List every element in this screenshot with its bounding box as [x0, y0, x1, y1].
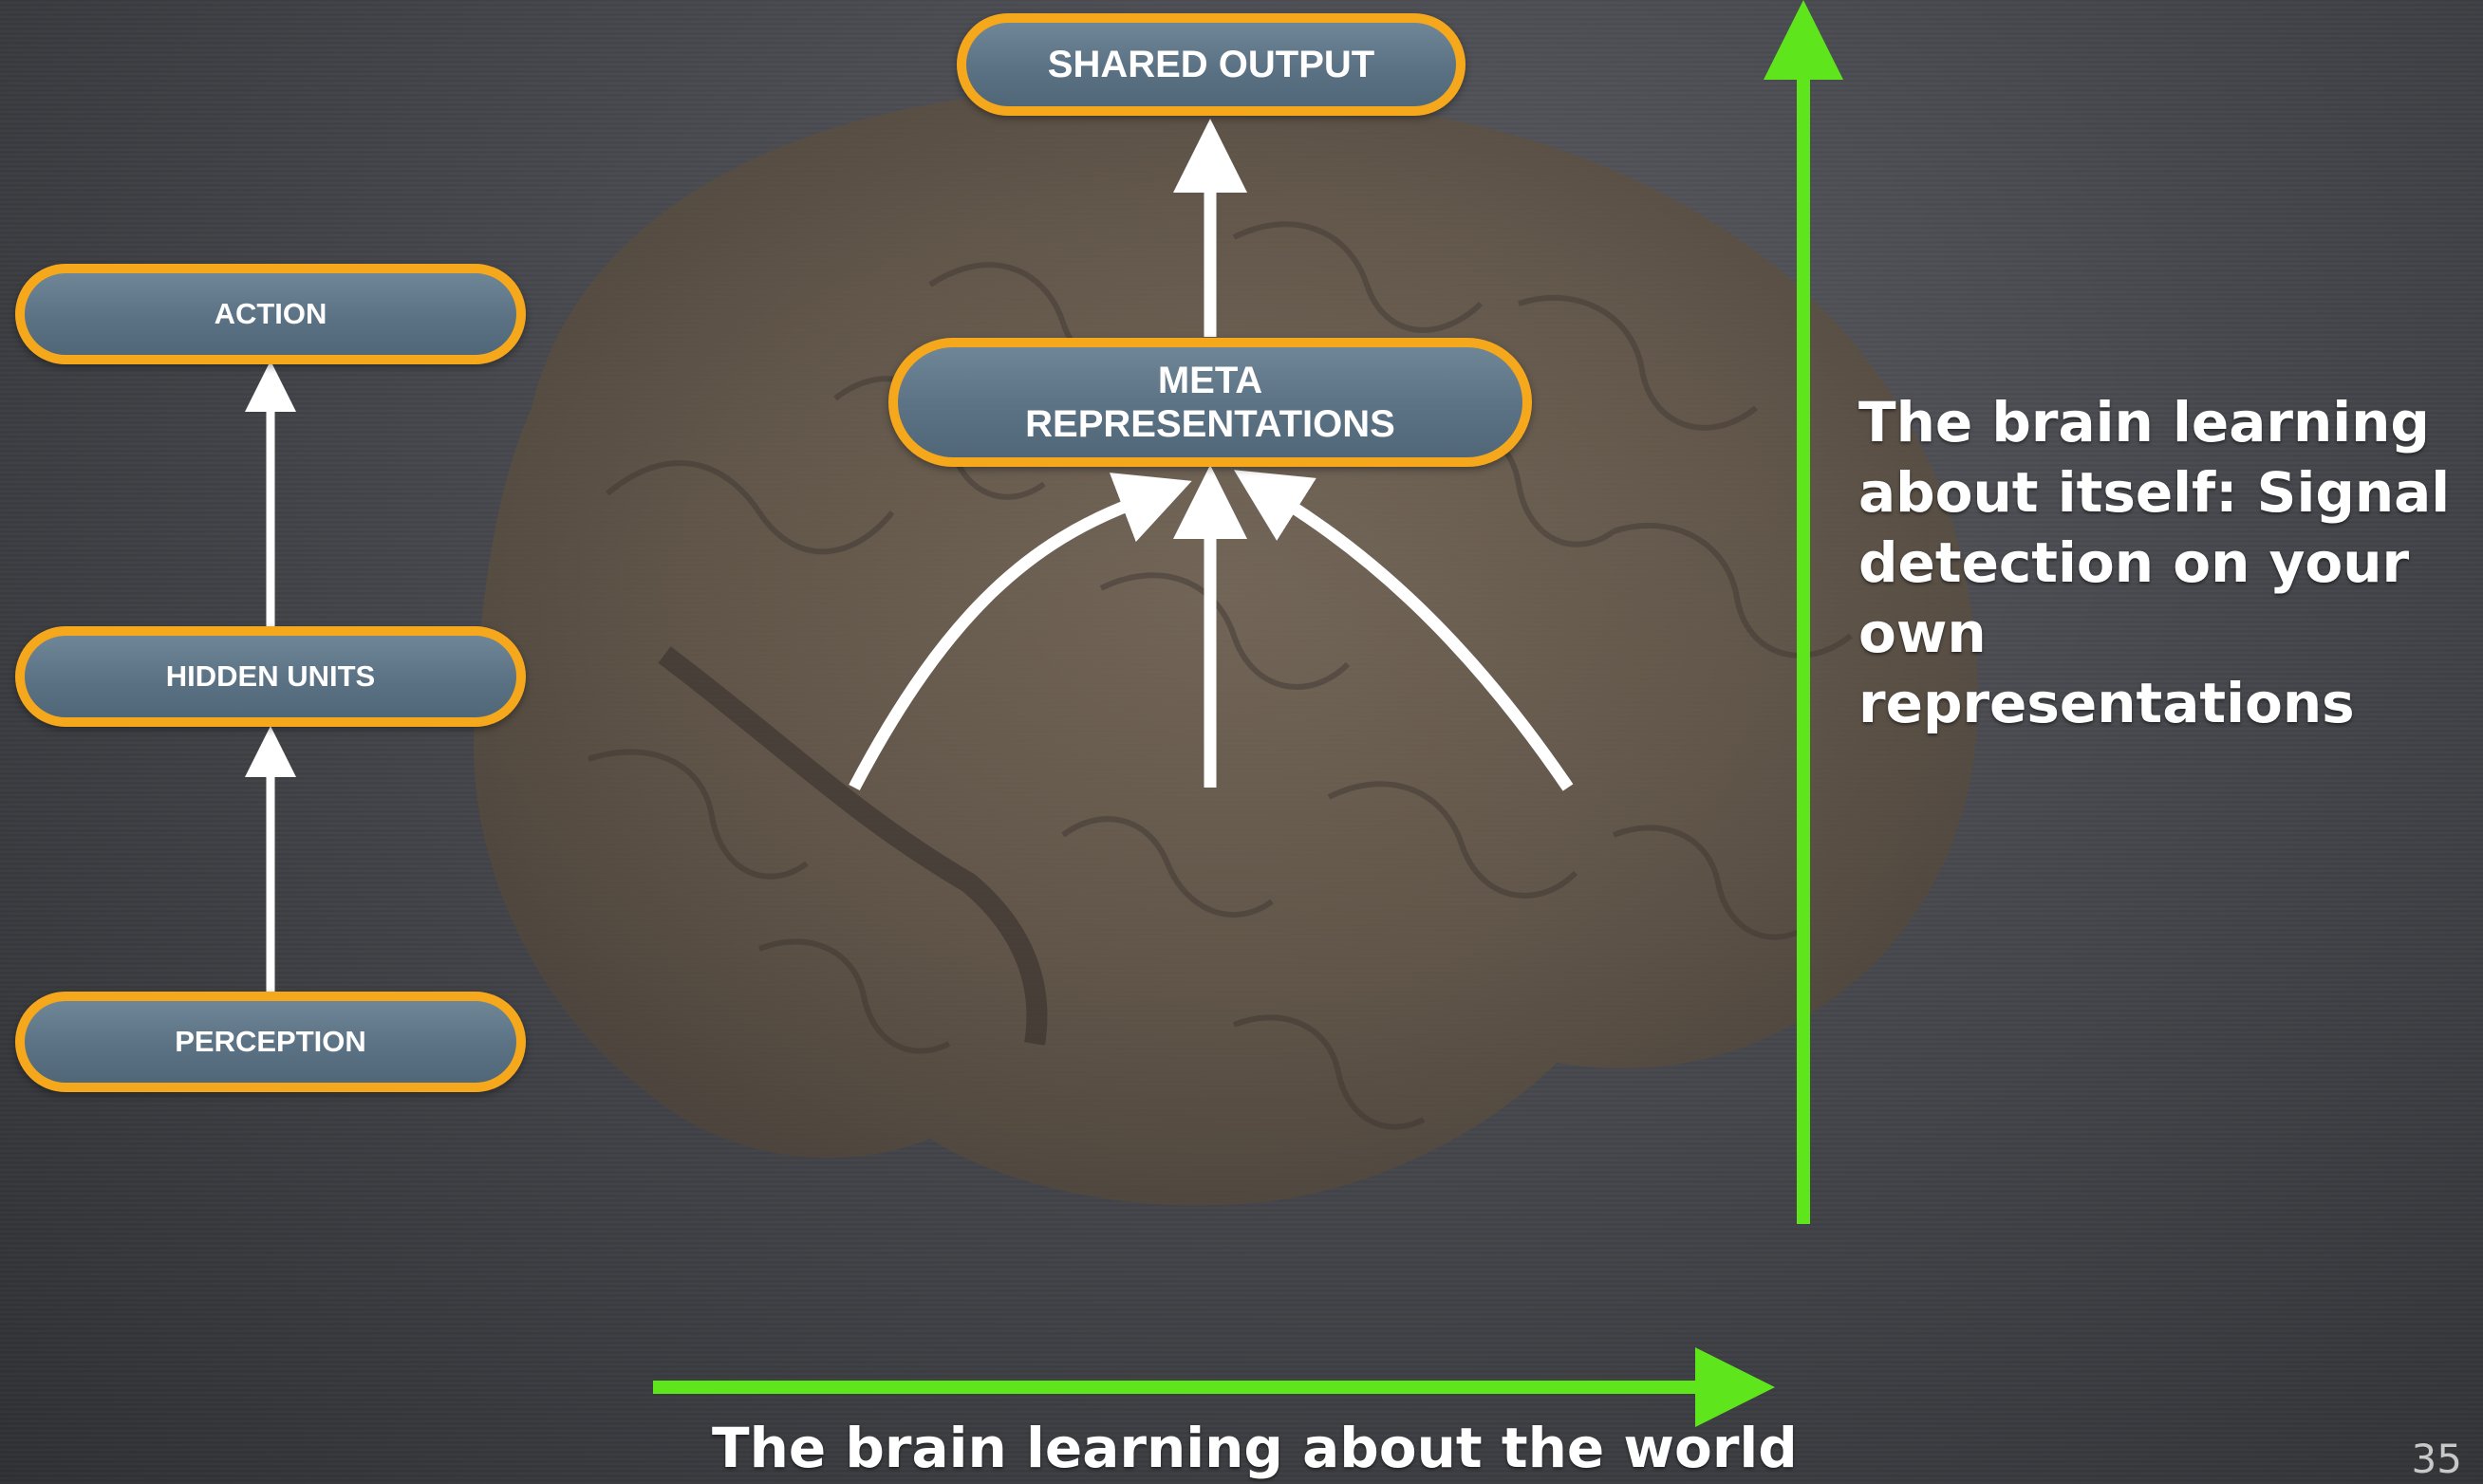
- horizontal-axis-caption: The brain learning about the world: [712, 1416, 1737, 1480]
- vertical-axis-caption: The brain learning about itself: Signal …: [1858, 387, 2475, 738]
- node-hidden-units-label: HIDDEN UNITS: [166, 659, 375, 694]
- node-hidden-units: HIDDEN UNITS: [15, 626, 526, 727]
- node-action: ACTION: [15, 264, 526, 364]
- node-meta-representations: META REPRESENTATIONS: [888, 338, 1532, 467]
- brain-illustration: [474, 84, 1978, 1205]
- node-meta-label-line2: REPRESENTATIONS: [1025, 402, 1395, 446]
- page-number: 35: [2412, 1436, 2462, 1482]
- node-perception: PERCEPTION: [15, 992, 526, 1092]
- node-shared-output: SHARED OUTPUT: [957, 13, 1466, 116]
- node-shared-output-label: SHARED OUTPUT: [1048, 43, 1374, 86]
- node-action-label: ACTION: [215, 297, 327, 331]
- node-meta-label-line1: META: [1158, 359, 1262, 402]
- node-perception-label: PERCEPTION: [175, 1025, 366, 1059]
